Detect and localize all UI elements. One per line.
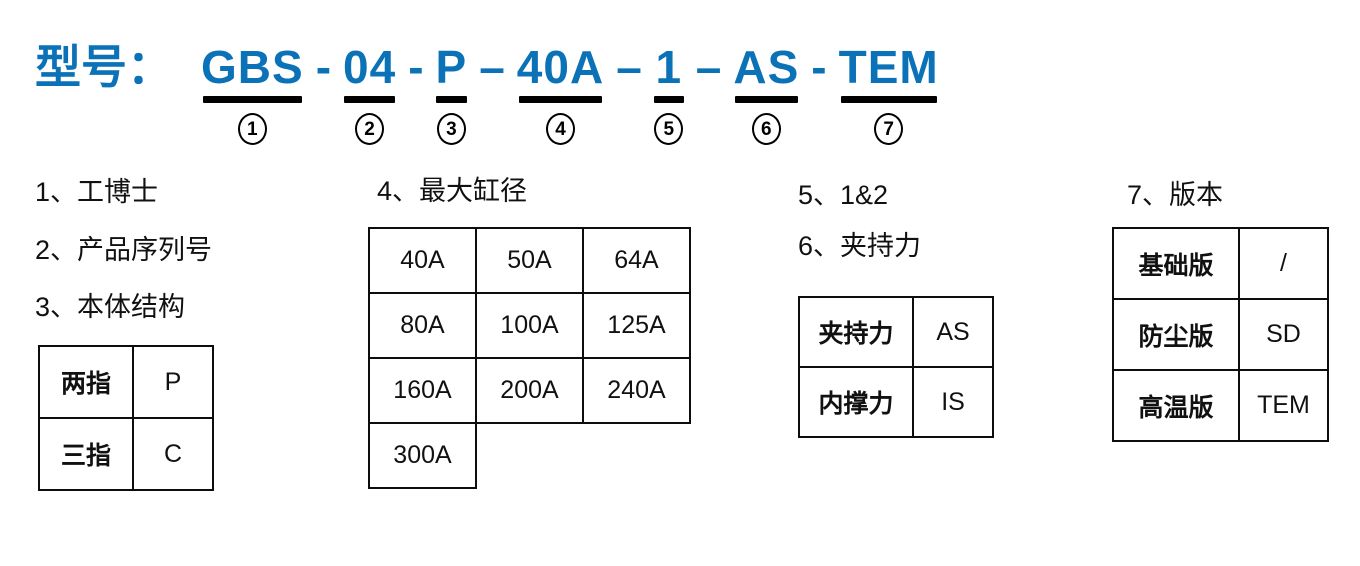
underline-bar (653, 96, 684, 104)
legend-item-6: 6、夹持力 (798, 231, 922, 261)
legend-item-2: 2、产品序列号 (35, 235, 213, 265)
underline-bar (734, 96, 798, 104)
bore-size: 125A (582, 292, 691, 359)
structure-label: 三指 (38, 417, 134, 491)
legend-item-7: 7、版本 (1127, 180, 1224, 210)
table-row: 内撑力 IS (798, 366, 994, 438)
legend-item-3: 3、本体结构 (35, 292, 186, 322)
separator-dash: - (811, 41, 827, 93)
segment-text: GBS (201, 41, 304, 93)
circled-number-7: 7 (874, 113, 904, 146)
empty-cell (476, 423, 583, 488)
segment-text: 40A (516, 41, 605, 93)
segment-text: TEM (838, 41, 939, 93)
legend-item-4: 4、最大缸径 (377, 176, 528, 206)
circled-number-1: 1 (237, 113, 267, 146)
structure-label: 两指 (38, 345, 134, 419)
model-code-line: 型号： GBS 1 - 04 2 - P 3 – 40A 4 – 1 5 (35, 40, 939, 146)
circled-number-5: 5 (654, 113, 684, 146)
underline-bar (203, 96, 302, 104)
version-label: 高温版 (1112, 369, 1240, 442)
force-code: IS (912, 366, 994, 438)
version-label: 基础版 (1112, 227, 1240, 300)
empty-cell (583, 423, 690, 488)
table-row: 40A 50A 64A (368, 227, 691, 294)
force-code: AS (912, 296, 994, 368)
model-segment-2: 04 2 (343, 40, 397, 146)
segment-text: P (435, 41, 468, 93)
bore-size: 240A (582, 357, 691, 424)
segment-text: 1 (655, 41, 683, 93)
table-row: 三指 C (38, 417, 214, 491)
separator-dash: – (695, 41, 722, 93)
table-row: 80A 100A 125A (368, 292, 691, 359)
segment-text: AS (733, 41, 800, 93)
separator-dash: - (408, 41, 424, 93)
table-row: 基础版 / (1112, 227, 1329, 300)
legend-item-5: 5、1&2 (798, 180, 889, 210)
legend-item-1: 1、工博士 (35, 177, 159, 207)
bore-size: 100A (475, 292, 584, 359)
bore-size: 64A (582, 227, 691, 294)
separator-dash: - (315, 41, 332, 93)
version-code: / (1238, 227, 1329, 300)
model-segment-5: 1 5 (653, 40, 684, 146)
version-code: SD (1238, 298, 1329, 371)
structure-code: C (132, 417, 214, 491)
max-bore-table: 40A 50A 64A 80A 100A 125A 160A 200A 240A… (368, 227, 691, 489)
bore-size: 300A (368, 422, 477, 489)
table-row: 高温版 TEM (1112, 369, 1329, 442)
segment-text: 04 (343, 41, 397, 93)
underline-bar (518, 96, 603, 104)
model-segment-4: 40A 4 (516, 40, 605, 146)
force-label: 内撑力 (798, 366, 914, 438)
underline-bar (840, 96, 937, 104)
table-row: 两指 P (38, 345, 214, 419)
bore-size: 50A (475, 227, 584, 294)
bore-size: 160A (368, 357, 477, 424)
model-label: 型号： (35, 41, 173, 93)
table-row: 夹持力 AS (798, 296, 994, 368)
table-row: 160A 200A 240A (368, 357, 691, 424)
separator-dash: – (616, 41, 642, 93)
model-segment-6: AS 6 (733, 40, 800, 146)
bore-size: 200A (475, 357, 584, 424)
circled-number-3: 3 (436, 113, 466, 146)
structure-code: P (132, 345, 214, 419)
table-row: 防尘版 SD (1112, 298, 1329, 371)
bore-size: 80A (368, 292, 477, 359)
model-segment-1: GBS 1 (201, 40, 304, 146)
separator-dash: – (479, 41, 505, 93)
model-segment-3: P 3 (435, 40, 468, 146)
version-label: 防尘版 (1112, 298, 1240, 371)
circled-number-2: 2 (355, 113, 385, 146)
table-row: 300A (368, 422, 690, 489)
underline-bar (344, 96, 396, 104)
underline-bar (436, 96, 467, 104)
force-label: 夹持力 (798, 296, 914, 368)
version-table: 基础版 / 防尘版 SD 高温版 TEM (1112, 227, 1329, 442)
version-code: TEM (1238, 369, 1329, 442)
grip-force-table: 夹持力 AS 内撑力 IS (798, 296, 994, 438)
model-segment-7: TEM 7 (838, 40, 939, 146)
circled-number-4: 4 (545, 113, 575, 146)
circled-number-6: 6 (751, 113, 781, 146)
body-structure-table: 两指 P 三指 C (38, 345, 214, 491)
bore-size: 40A (368, 227, 477, 294)
